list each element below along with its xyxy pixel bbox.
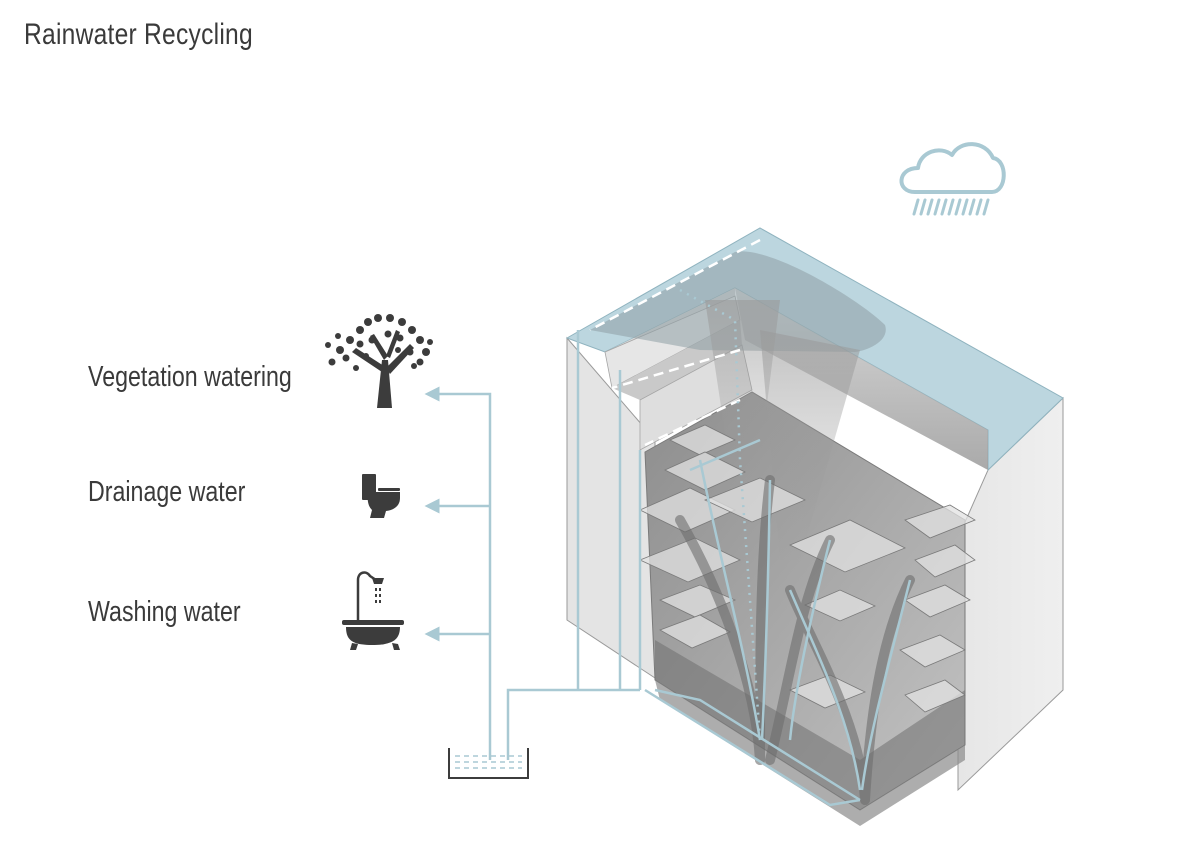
tree-columns [675, 475, 915, 805]
water-tank-icon [448, 748, 529, 779]
distribution-pipes [424, 386, 492, 760]
washing-water-label: Washing water [88, 596, 241, 628]
toilet-icon [362, 474, 400, 518]
page-title: Rainwater Recycling [24, 18, 253, 51]
bathtub-shower-icon [342, 571, 404, 650]
tree-icon [325, 314, 433, 408]
drainage-water-label: Drainage water [88, 476, 246, 508]
vegetation-watering-label: Vegetation watering [88, 361, 292, 393]
rain-cloud-icon [899, 142, 1006, 216]
water-flow-lines [506, 238, 912, 807]
building-section [565, 227, 1064, 826]
